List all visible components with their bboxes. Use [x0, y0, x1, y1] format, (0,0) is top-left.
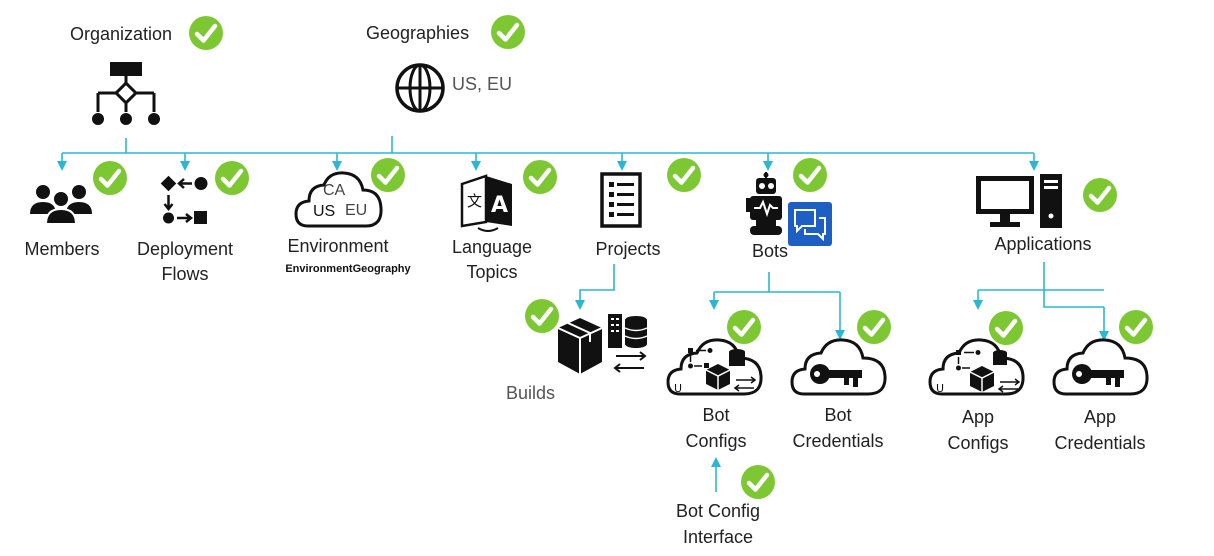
cloud-icon: CA US EU [294, 168, 384, 230]
flow-icon [160, 175, 208, 224]
language-topics-line2: Topics [466, 262, 518, 282]
bot-credentials-line2: Credentials [792, 431, 884, 451]
members-label: Members [24, 239, 100, 259]
geographies-regions: US, EU [452, 74, 513, 94]
check-icon-app-configs [989, 311, 1023, 345]
app-configs-line2: Configs [947, 433, 1009, 453]
svg-text:文: 文 [467, 192, 482, 210]
cloud-config-icon: U [666, 338, 763, 396]
check-icon-members [93, 161, 127, 195]
check-icon-bots [793, 158, 827, 192]
svg-text:A: A [491, 193, 508, 218]
cloud-key-icon [790, 338, 887, 396]
environment-cloud-top: CA [323, 182, 346, 199]
app-credentials-line2: Credentials [1054, 433, 1146, 453]
bot-configs-line1: Bot [702, 405, 730, 425]
environment-label: Environment [287, 236, 389, 256]
environment-cloud-shape [294, 171, 383, 228]
check-icon-bot-config-interface [741, 465, 775, 499]
check-icon-builds [525, 299, 559, 333]
check-icon-applications [1083, 178, 1117, 212]
chat-bubble-icon [788, 202, 832, 246]
translate-icon: 文 A [460, 174, 512, 232]
language-topics-line1: Language [451, 237, 533, 257]
robot-icon [746, 172, 782, 235]
bot-configs-line2: Configs [685, 431, 747, 451]
check-icon-organization [189, 16, 223, 50]
bot-config-interface-line2: Interface [682, 527, 754, 547]
svg-text:U: U [674, 382, 682, 395]
bot-configs-label: Bot Configs [666, 402, 766, 454]
chat-bubble-shape [794, 209, 826, 242]
check-icon-environment [371, 158, 405, 192]
connector-apps-branch [978, 262, 1104, 308]
app-credentials-line1: App [1083, 407, 1117, 427]
environment-sublabel: EnvironmentGeography [285, 263, 411, 275]
environment-cloud-left: US [313, 203, 336, 220]
connector-builds [575, 264, 615, 310]
app-configs-line1: App [961, 407, 995, 427]
bot-credentials-label: Bot Credentials [776, 402, 900, 454]
environment-cloud-right: EU [345, 202, 368, 219]
bot-credentials-line1: Bot [824, 405, 852, 425]
language-topics-label: Language Topics [440, 235, 544, 285]
app-cloud-config-icon: U [928, 338, 1025, 396]
check-icon-projects [667, 158, 701, 192]
people-icon [30, 185, 92, 224]
check-icon-bot-configs [727, 310, 761, 344]
applications-label: Applications [994, 234, 1092, 254]
svg-text:U: U [936, 382, 944, 395]
app-credentials-label: App Credentials [1038, 404, 1162, 456]
projects-label: Projects [595, 239, 661, 259]
package-server-icon [557, 314, 648, 374]
globe-icon [395, 63, 445, 113]
bot-config-interface-line1: Bot Config [675, 501, 761, 521]
deployment-flows-line2: Flows [161, 264, 209, 284]
computer-icon [976, 174, 1062, 228]
check-icon-app-credentials [1119, 310, 1153, 344]
connector-bots-branch [714, 272, 840, 293]
bot-config-interface-label: Bot Config Interface [658, 498, 778, 550]
deployment-flows-line1: Deployment [136, 239, 234, 259]
app-configs-label: App Configs [928, 404, 1028, 456]
check-icon-language-topics [523, 160, 557, 194]
deployment-flows-label: Deployment Flows [120, 237, 250, 287]
check-icon-bot-credentials [857, 310, 891, 344]
organization-label: Organization [70, 24, 173, 44]
check-icon-geographies [491, 15, 525, 49]
bots-label: Bots [751, 241, 789, 261]
checklist-icon [600, 172, 642, 228]
check-icon-deployment-flows [215, 161, 249, 195]
builds-label: Builds [506, 383, 556, 403]
app-cloud-key-icon [1052, 338, 1149, 396]
org-chart-icon [92, 62, 160, 125]
geographies-label: Geographies [366, 23, 470, 43]
